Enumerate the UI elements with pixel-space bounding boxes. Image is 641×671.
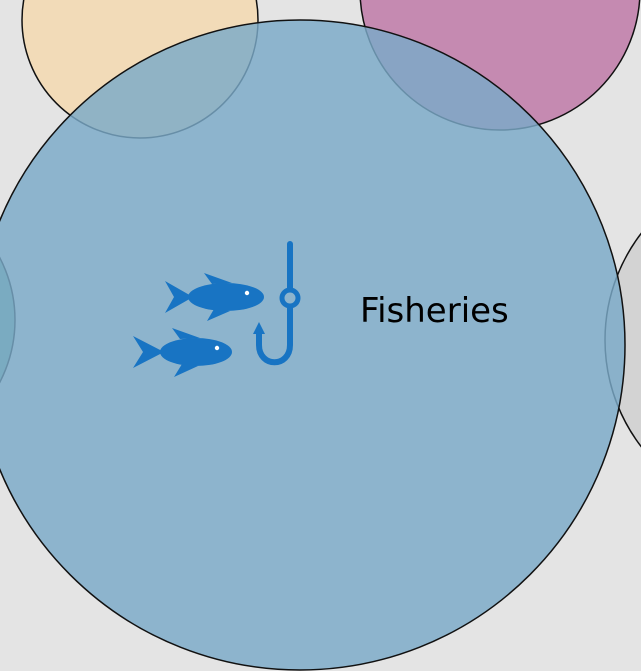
fish-upper-icon — [165, 273, 264, 321]
fish-hook-icon — [133, 241, 301, 377]
fish-lower-eye-icon — [214, 345, 220, 351]
circle-fisheries — [0, 19, 626, 671]
fisheries-label: Fisheries — [360, 291, 509, 331]
fish-lower-icon — [133, 328, 232, 377]
hook-icon — [253, 241, 301, 366]
fish-upper-eye-icon — [244, 290, 250, 296]
